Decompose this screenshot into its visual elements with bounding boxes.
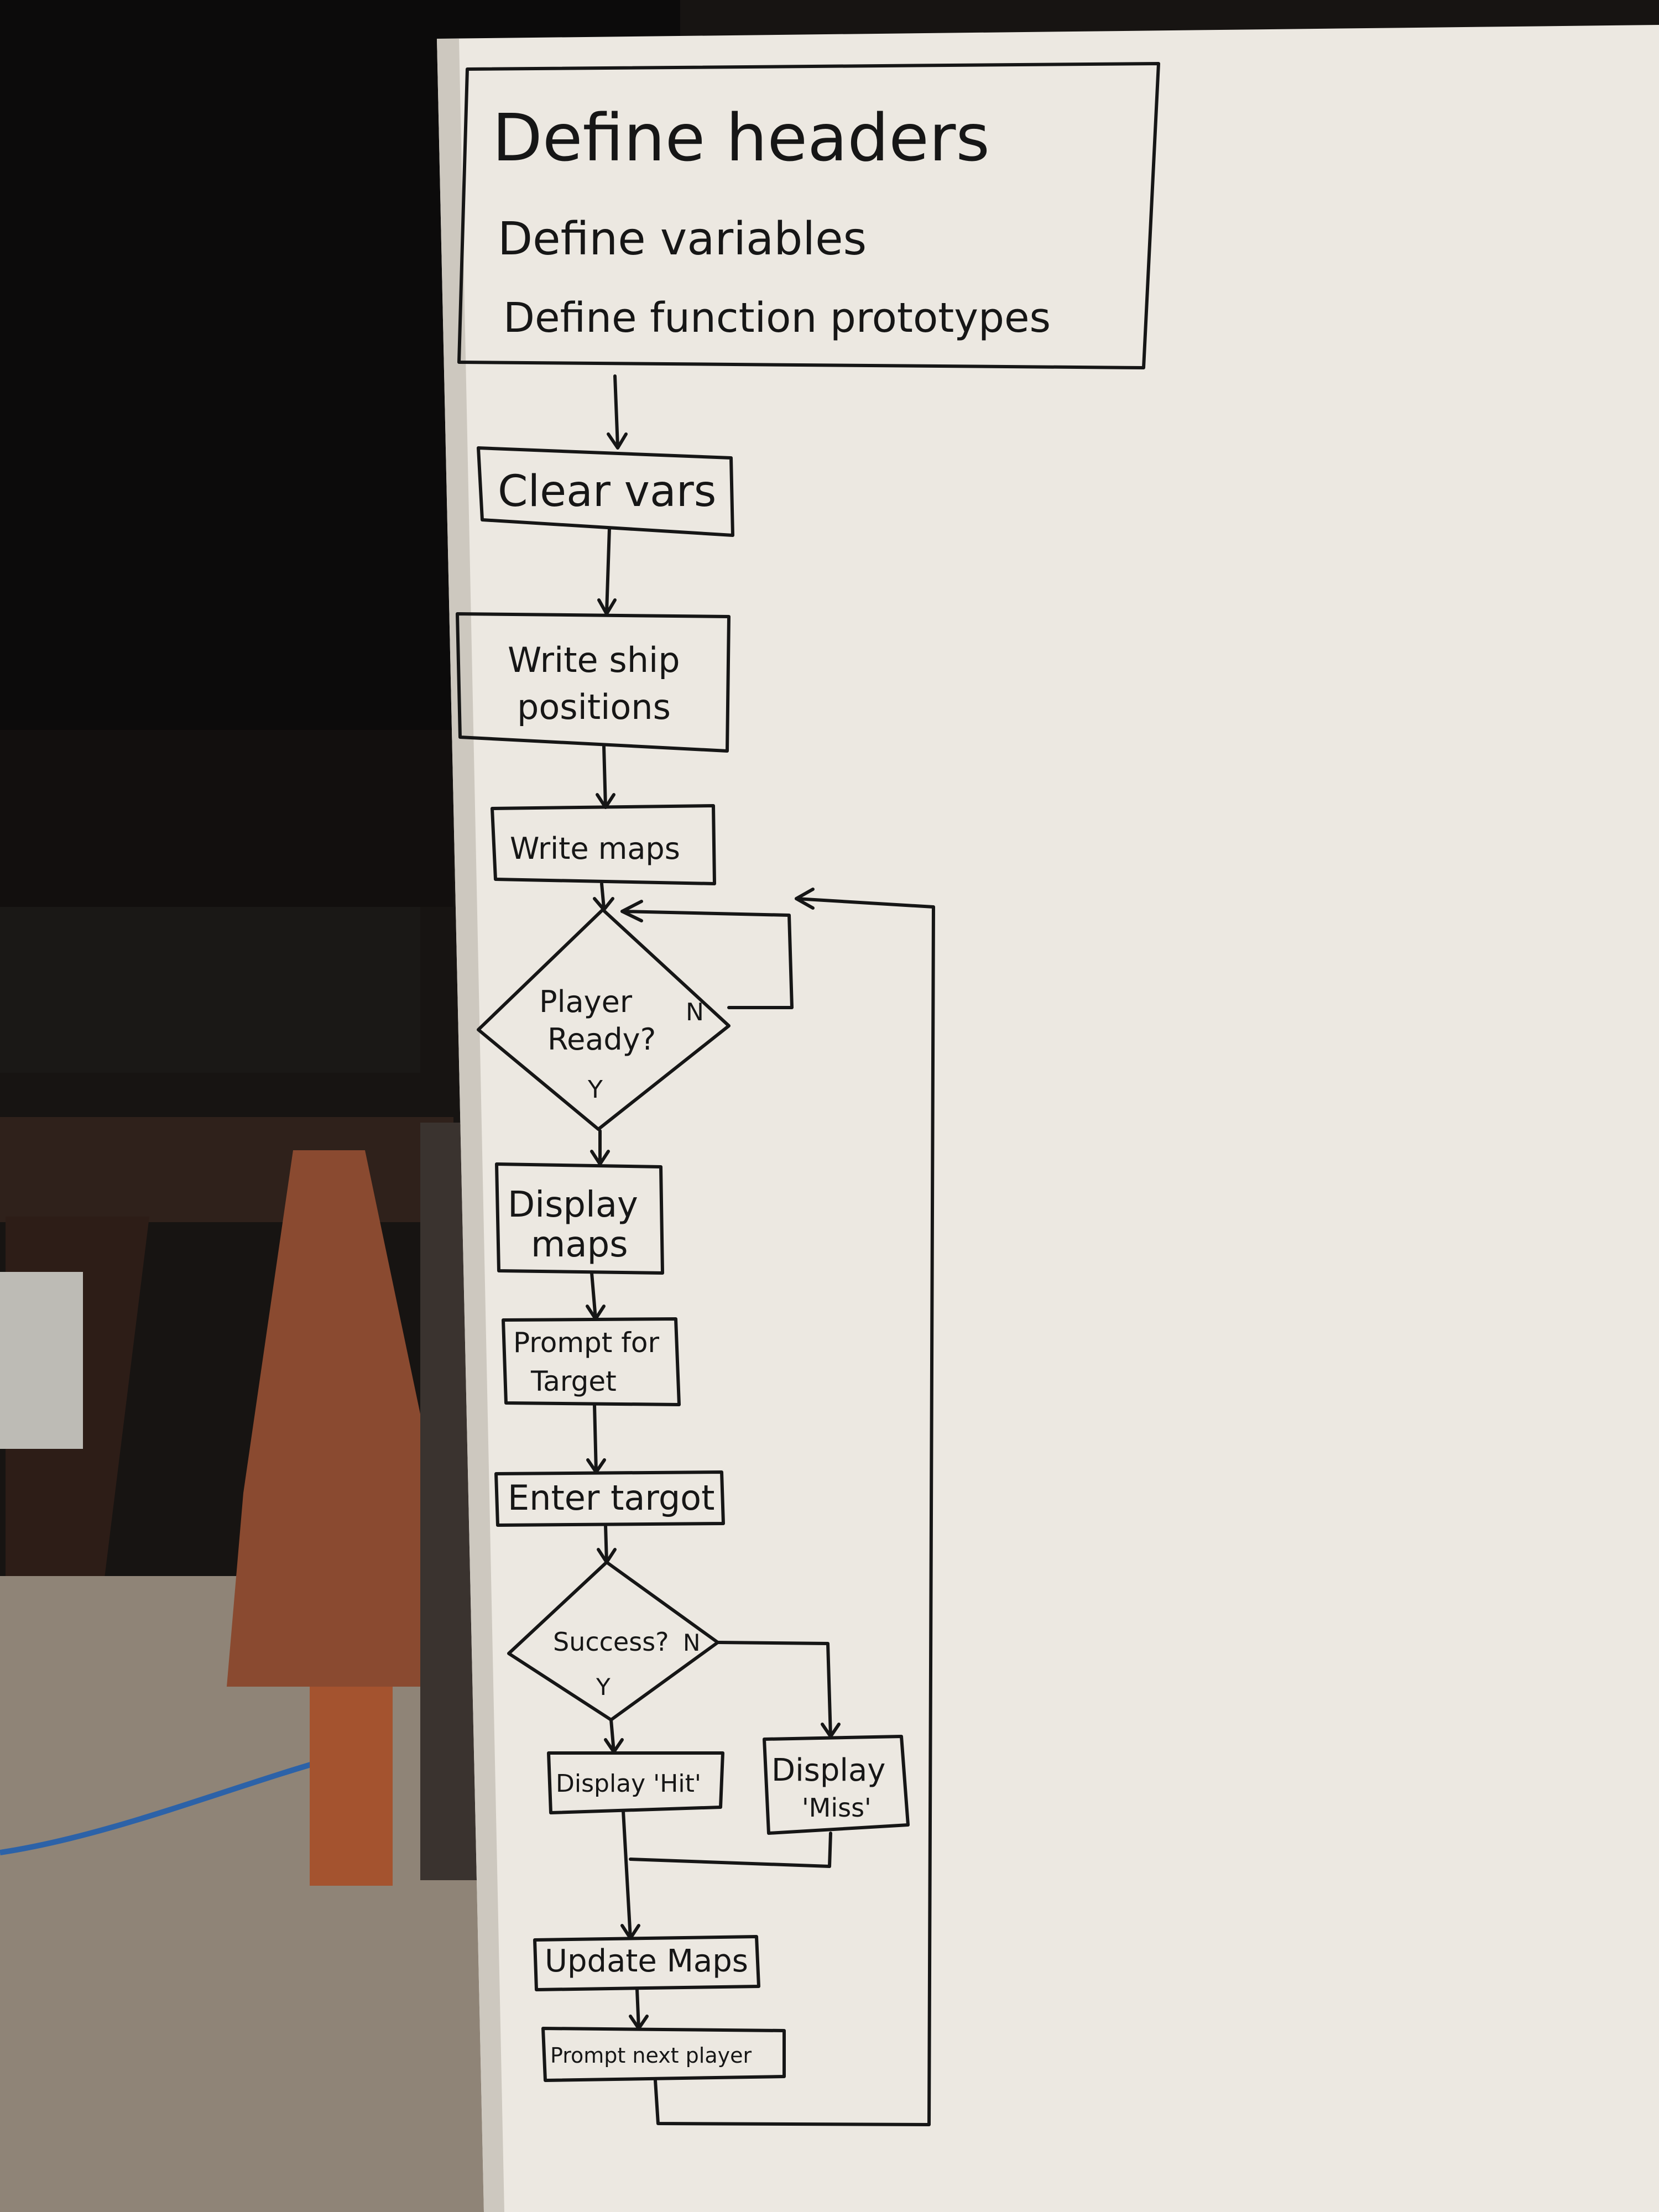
tree-canopy	[227, 1150, 459, 1687]
display-maps-label-1: Display	[508, 1185, 638, 1225]
arrowhead	[620, 900, 643, 922]
display-maps-label-2: maps	[531, 1224, 628, 1265]
loop-ready-no	[620, 910, 794, 1009]
whiteboard-shadow	[437, 39, 504, 2212]
appliance	[0, 1272, 83, 1449]
main-loop-return	[654, 897, 935, 2126]
arrowhead	[620, 1924, 640, 1940]
tv-stand	[0, 730, 453, 907]
arrowhead	[597, 598, 617, 615]
connector-prompt-to-enter	[593, 1403, 598, 1474]
header-box	[457, 62, 1160, 369]
table-top	[0, 1117, 453, 1222]
arrowhead	[607, 432, 628, 450]
network-cable	[0, 1756, 333, 1855]
clear-vars-box	[477, 446, 734, 537]
connector-write-ship-to-write-maps	[602, 745, 607, 809]
prompt-target-label-1: Prompt for	[513, 1327, 659, 1359]
arrowhead	[586, 1305, 606, 1321]
display-miss-box	[763, 1735, 910, 1835]
enter-target-box	[494, 1470, 725, 1527]
flowchart	[456, 62, 1160, 2126]
display-miss-label-1: Display	[771, 1752, 885, 1788]
connector-miss-to-update	[629, 1832, 832, 1868]
display-miss-label-2: 'Miss'	[802, 1793, 872, 1823]
speaker	[0, 907, 420, 1073]
arrowhead	[821, 1723, 841, 1738]
connector-update-to-next	[635, 1988, 640, 2030]
player-ready-diamond	[477, 908, 731, 1131]
display-hit-box	[547, 1751, 724, 1814]
prompt-next-player-label: Prompt next player	[550, 2043, 752, 2068]
connector-success-yes-to-hit	[609, 1718, 615, 1754]
connector-enter-to-success	[604, 1524, 608, 1564]
write-ship-positions-box	[456, 612, 731, 753]
arrowhead	[593, 897, 614, 911]
display-hit-label: Display 'Hit'	[556, 1770, 701, 1798]
tree-trunk	[310, 1653, 393, 1886]
connector-display-to-prompt	[590, 1271, 597, 1321]
arrowhead	[597, 1548, 617, 1564]
header-line-3: Define function prototypes	[503, 294, 1051, 342]
ready-yes-label: Y	[587, 1076, 603, 1104]
player-ready-label-2: Ready?	[547, 1022, 656, 1057]
carved-tree	[227, 1150, 459, 1886]
connector-header-to-clear	[613, 374, 619, 448]
arrowhead	[590, 1150, 610, 1166]
clear-vars-label: Clear vars	[498, 467, 716, 517]
write-ship-label-2: positions	[517, 687, 671, 727]
prompt-target-box	[502, 1317, 681, 1406]
prompt-next-player-box	[541, 2027, 786, 2082]
success-label: Success?	[553, 1627, 669, 1657]
arrowhead	[795, 888, 815, 910]
header-line-2: Define variables	[498, 213, 867, 265]
success-yes-label: Y	[596, 1673, 611, 1700]
flowchart-labels: Define headers Define variables Define f…	[492, 100, 1051, 2068]
write-maps-label: Write maps	[510, 831, 680, 866]
ready-no-label: N	[686, 998, 704, 1026]
write-ship-label-1: Write ship	[508, 640, 680, 680]
arrowhead	[586, 1458, 606, 1474]
connector-clear-to-write-ship	[605, 526, 611, 614]
header-line-1: Define headers	[492, 100, 990, 176]
display-maps-box	[495, 1162, 664, 1275]
success-no-label: N	[683, 1629, 700, 1656]
arrowhead	[596, 793, 615, 809]
arrowhead	[629, 2015, 649, 2030]
whiteboard	[437, 25, 1659, 2212]
arrowhead	[604, 1738, 624, 1754]
connector-success-no-to-miss	[716, 1641, 832, 1738]
write-maps-box	[491, 804, 716, 885]
update-maps-label: Update Maps	[545, 1943, 748, 1979]
enter-target-label: Enter targot	[508, 1478, 714, 1518]
player-ready-label-1: Player	[539, 984, 633, 1019]
tree-tip	[288, 1150, 310, 1206]
prompt-target-label-2: Target	[530, 1365, 617, 1397]
connector-write-maps-to-ready	[600, 882, 606, 910]
update-maps-box	[533, 1935, 760, 1991]
connector-hit-to-update	[622, 1809, 632, 1940]
